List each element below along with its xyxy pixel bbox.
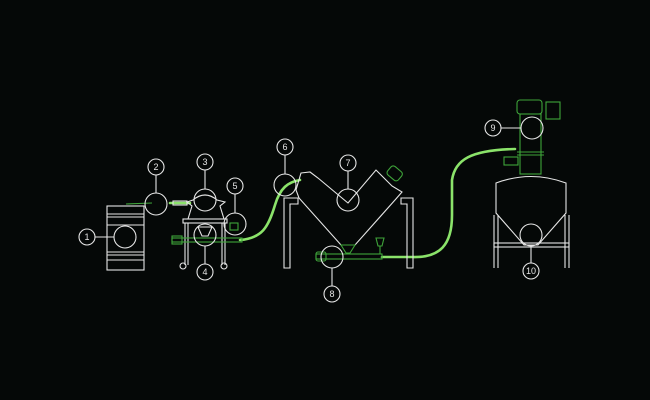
callout-label: 8 [329,289,334,299]
callout-10: 10 [519,223,543,280]
callout-2: 2 [144,158,168,216]
callout-7: 7 [336,154,360,212]
callout-label: 6 [282,142,287,152]
callout-4: 4 [193,223,217,281]
callout-1: 1 [78,225,137,249]
callout-5: 5 [223,177,247,236]
drum [106,202,153,271]
callout-8: 8 [320,245,344,303]
feeder-station [171,194,243,270]
callout-9: 9 [484,116,544,140]
callout-3: 3 [193,153,217,212]
hose-1 [238,178,302,242]
callout-label: 7 [345,158,350,168]
hose-2 [380,147,517,259]
callout-label: 3 [202,157,207,167]
callout-label: 9 [490,123,495,133]
callout-label: 5 [232,181,237,191]
callout-label: 1 [84,232,89,242]
v-blender [283,165,414,269]
callout-label: 2 [153,162,158,172]
callout-label: 10 [526,266,536,276]
callout-label: 4 [202,267,207,277]
receiver-hopper [493,99,570,268]
callout-6: 6 [273,138,297,197]
